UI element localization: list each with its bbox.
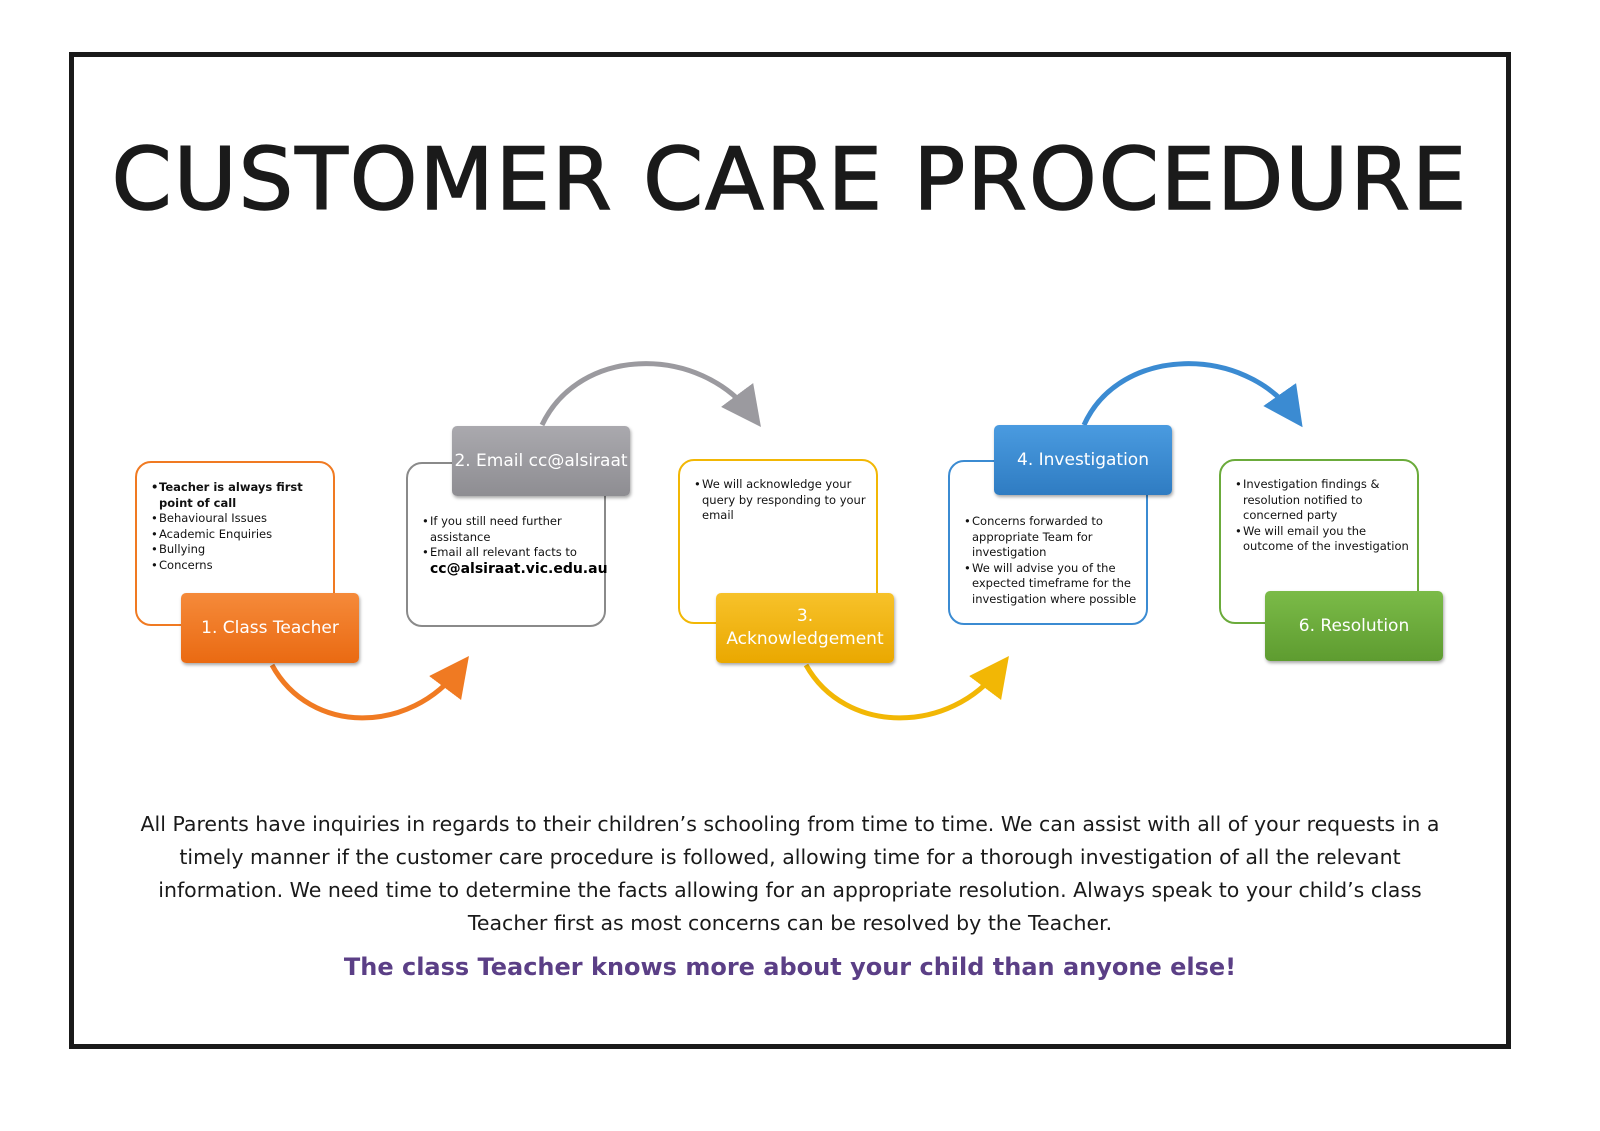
bullet: We will advise you of the expected timef… xyxy=(964,561,1146,608)
bullet: We will email you the outcome of the inv… xyxy=(1235,524,1417,555)
tagline: The class Teacher knows more about your … xyxy=(343,953,1237,981)
bullet: Teacher is always first point of call xyxy=(151,480,333,511)
arrow-step1-to-step2 xyxy=(269,655,469,721)
arrow-step4-to-step6 xyxy=(1081,361,1303,428)
bullet: Concerns xyxy=(151,558,333,574)
bullet: Email all relevant facts to xyxy=(422,545,604,561)
bullet: Concerns forwarded to appropriate Team f… xyxy=(964,514,1146,561)
bullet: Bullying xyxy=(151,542,333,558)
step-2-label: 2. Email cc@alsiraat xyxy=(452,426,630,496)
email-address: cc@alsiraat.vic.edu.au xyxy=(430,560,608,577)
step-3-label: 3. Acknowledgement xyxy=(716,593,894,663)
bullet: Investigation findings & resolution noti… xyxy=(1235,477,1417,524)
step-4-label: 4. Investigation xyxy=(994,425,1172,495)
page-title: CUSTOMER CARE PROCEDURE xyxy=(111,129,1469,231)
bullet: If you still need further assistance xyxy=(422,514,604,545)
bullet: We will acknowledge your query by respon… xyxy=(694,477,876,524)
step-1-label: 1. Class Teacher xyxy=(181,593,359,663)
page-border xyxy=(69,52,1511,1049)
arrow-step2-to-step3 xyxy=(539,361,761,428)
step-6-label: 6. Resolution xyxy=(1265,591,1443,661)
intro-paragraph: All Parents have inquiries in regards to… xyxy=(140,812,1440,935)
bullet: Academic Enquiries xyxy=(151,527,333,543)
arrow-step3-to-step4 xyxy=(803,655,1009,721)
bullet: Behavioural Issues xyxy=(151,511,333,527)
